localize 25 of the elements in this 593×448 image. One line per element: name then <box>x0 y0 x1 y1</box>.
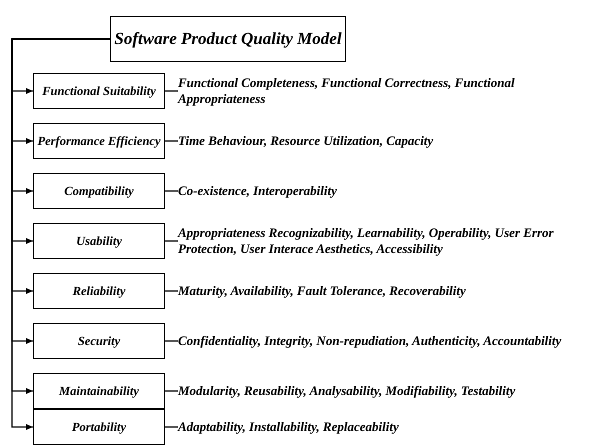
title-text: Software Product Quality Model <box>114 28 342 50</box>
characteristic-label: Performance Efficiency <box>38 134 160 148</box>
subcharacteristics-text: Co-existence, Interoperability <box>178 183 338 199</box>
connector-line <box>165 240 178 242</box>
connector-line <box>165 290 178 292</box>
subcharacteristics-text: Maturity, Availability, Fault Tolerance, Recoverability <box>178 283 467 299</box>
subcharacteristics-text: Appropriateness Recognizability, Learnability, Operability, User Error Protection, User Interace Aesthetics, Accessibility <box>178 225 555 257</box>
subcharacteristics-text: Adaptability, Installability, Replaceability <box>178 419 400 435</box>
connector-line <box>165 340 178 342</box>
connector-line <box>165 140 178 142</box>
characteristic-label: Usability <box>76 234 122 248</box>
connector-line <box>165 190 178 192</box>
subcharacteristics-text: Confidentiality, Integrity, Non-repudiation, Authenticity, Accountability <box>178 333 562 349</box>
characteristic-label: Functional Suitability <box>42 84 156 98</box>
characteristic-label: Maintainability <box>59 384 139 398</box>
characteristic-label: Compatibility <box>64 184 134 198</box>
connector-line <box>165 90 178 92</box>
characteristic-label: Portability <box>72 420 126 434</box>
connector-line <box>165 426 178 428</box>
subcharacteristics-text: Time Behaviour, Resource Utilization, Capacity <box>178 133 434 149</box>
connector-line <box>165 390 178 392</box>
characteristic-label: Reliability <box>72 284 126 298</box>
subcharacteristics-text: Modularity, Reusability, Analysability, Modifiability, Testability <box>178 383 516 399</box>
subcharacteristics-text: Functional Completeness, Functional Correctness, Functional Appropriateness <box>178 75 516 107</box>
characteristic-label: Security <box>78 334 120 348</box>
